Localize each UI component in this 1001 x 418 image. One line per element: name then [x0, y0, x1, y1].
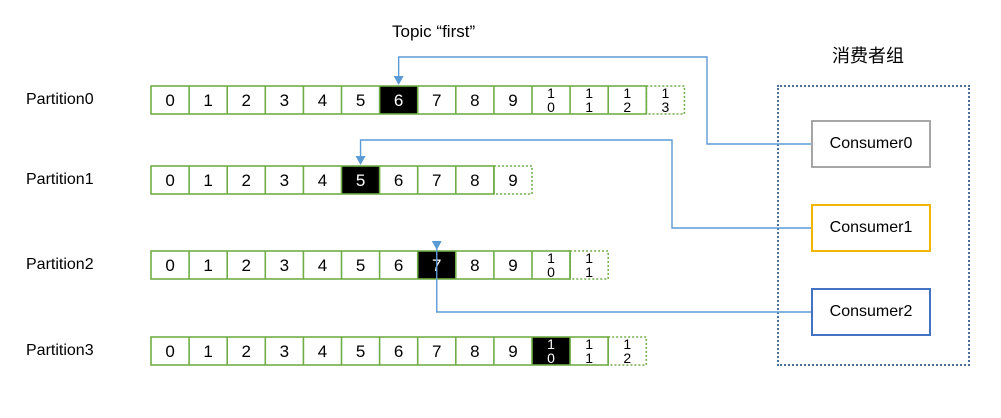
partition-3-offset-label: 1 — [585, 336, 593, 352]
partition-2-offset-label: 0 — [547, 264, 555, 280]
partition-3-offset-label: 1 — [585, 350, 593, 366]
partition-1-offset-label: 1 — [203, 171, 212, 190]
partition-2-offset-label: 9 — [508, 256, 517, 275]
partition-0-offset-label: 4 — [318, 91, 327, 110]
partition-0-offset-label: 1 — [585, 85, 593, 101]
partition-3-next-slot — [607, 336, 648, 366]
partition-2-offset-label: 6 — [394, 256, 403, 275]
partition-0-offset-label: 1 — [547, 85, 555, 101]
partition-2-offset-label: 4 — [318, 256, 327, 275]
partition-2-offset-label: 0 — [165, 256, 174, 275]
partition-label-1: Partition1 — [26, 171, 94, 188]
partition-2-offset-label: 3 — [280, 256, 289, 275]
partition-label-3: Partition3 — [26, 342, 94, 359]
partition-2-offset-label: 2 — [242, 256, 251, 275]
partition-0-offset-label: 1 — [661, 85, 669, 101]
consumer-group-title: 消费者组 — [832, 46, 904, 66]
partition-3-offset-label: 7 — [432, 342, 441, 361]
partition-2-offset-label: 1 — [547, 250, 555, 266]
partition-0-offset-label: 6 — [394, 91, 403, 110]
partition-0-offset-label: 0 — [547, 99, 555, 115]
partition-0-offset-label: 3 — [280, 91, 289, 110]
partition-1-offset-label: 4 — [318, 171, 327, 190]
partition-1-current-offset — [341, 166, 380, 194]
partition-1-offset-label: 6 — [394, 171, 403, 190]
partition-0-offset-label: 1 — [623, 85, 631, 101]
partition-1-offset-label: 8 — [470, 171, 479, 190]
partition-1-offset-label: 0 — [165, 171, 174, 190]
consumer-1-label: Consumer1 — [829, 219, 913, 236]
consumer-0-pointer-arrowhead — [393, 76, 404, 85]
partition-3-offset-label: 6 — [394, 342, 403, 361]
partition-3-offset-label: 1 — [203, 342, 212, 361]
partition-0-current-offset — [379, 86, 418, 114]
consumer-1-pointer-arrowhead — [355, 156, 366, 165]
partition-0-offset-label: 5 — [356, 91, 365, 110]
consumer-0-label: Consumer0 — [829, 135, 913, 152]
partition-0-offset-label: 2 — [623, 99, 631, 115]
partition-3-current-offset — [532, 337, 571, 365]
partition-2-offset-label: 5 — [356, 256, 365, 275]
partition-1-next-slot — [493, 165, 533, 195]
partition-1-offset-label: 3 — [280, 171, 289, 190]
partition-3-offset-label: 3 — [280, 342, 289, 361]
partition-3-offset-label: 2 — [623, 350, 631, 366]
partition-0-next-slot — [645, 85, 686, 115]
partition-0-offset-label: 2 — [242, 91, 251, 110]
partition-1-offset-label: 7 — [432, 171, 441, 190]
partition-3-offset-label: 1 — [547, 336, 555, 352]
partition-1-offset-label: 5 — [356, 171, 365, 190]
consumer-2-label: Consumer2 — [829, 303, 913, 320]
partition-2-next-slot — [569, 250, 609, 280]
consumer-group-box — [777, 85, 970, 366]
partition-3-offset-label: 0 — [165, 342, 174, 361]
partition-0-offset-label: 8 — [470, 91, 479, 110]
partition-3-offset-label: 5 — [356, 342, 365, 361]
partition-1-offset-label: 9 — [508, 171, 517, 190]
consumer-1-box: Consumer1 — [811, 204, 931, 252]
partition-2-offset-label: 1 — [585, 264, 593, 280]
consumer-2-pointer-line — [436, 248, 811, 313]
partition-1-offset-label: 2 — [242, 171, 251, 190]
partition-label-2: Partition2 — [26, 256, 94, 273]
partition-3-offset-label: 2 — [242, 342, 251, 361]
partition-3-offset-label: 9 — [508, 342, 517, 361]
consumer-0-pointer-line — [397, 56, 811, 145]
partition-label-0: Partition0 — [26, 91, 94, 108]
consumer-0-box: Consumer0 — [811, 120, 931, 168]
consumer-1-pointer-line — [359, 139, 811, 229]
partition-3-offset-label: 4 — [318, 342, 327, 361]
partition-3-offset-label: 0 — [547, 350, 555, 366]
partition-0-offset-label: 7 — [432, 91, 441, 110]
partition-2-offset-label: 1 — [585, 250, 593, 266]
partition-2-offset-label: 8 — [470, 256, 479, 275]
partition-0-offset-label: 3 — [661, 99, 669, 115]
partition-2-offset-label: 1 — [203, 256, 212, 275]
partition-0-offset-label: 9 — [508, 91, 517, 110]
partition-3-offset-label: 8 — [470, 342, 479, 361]
partition-0-offset-label: 0 — [165, 91, 174, 110]
consumer-2-pointer-arrowhead — [431, 241, 442, 250]
partition-0-offset-label: 1 — [203, 91, 212, 110]
topic-title: Topic “first” — [392, 22, 476, 41]
partition-0-offset-label: 1 — [585, 99, 593, 115]
consumer-2-box: Consumer2 — [811, 288, 931, 336]
partition-3-offset-label: 1 — [623, 336, 631, 352]
